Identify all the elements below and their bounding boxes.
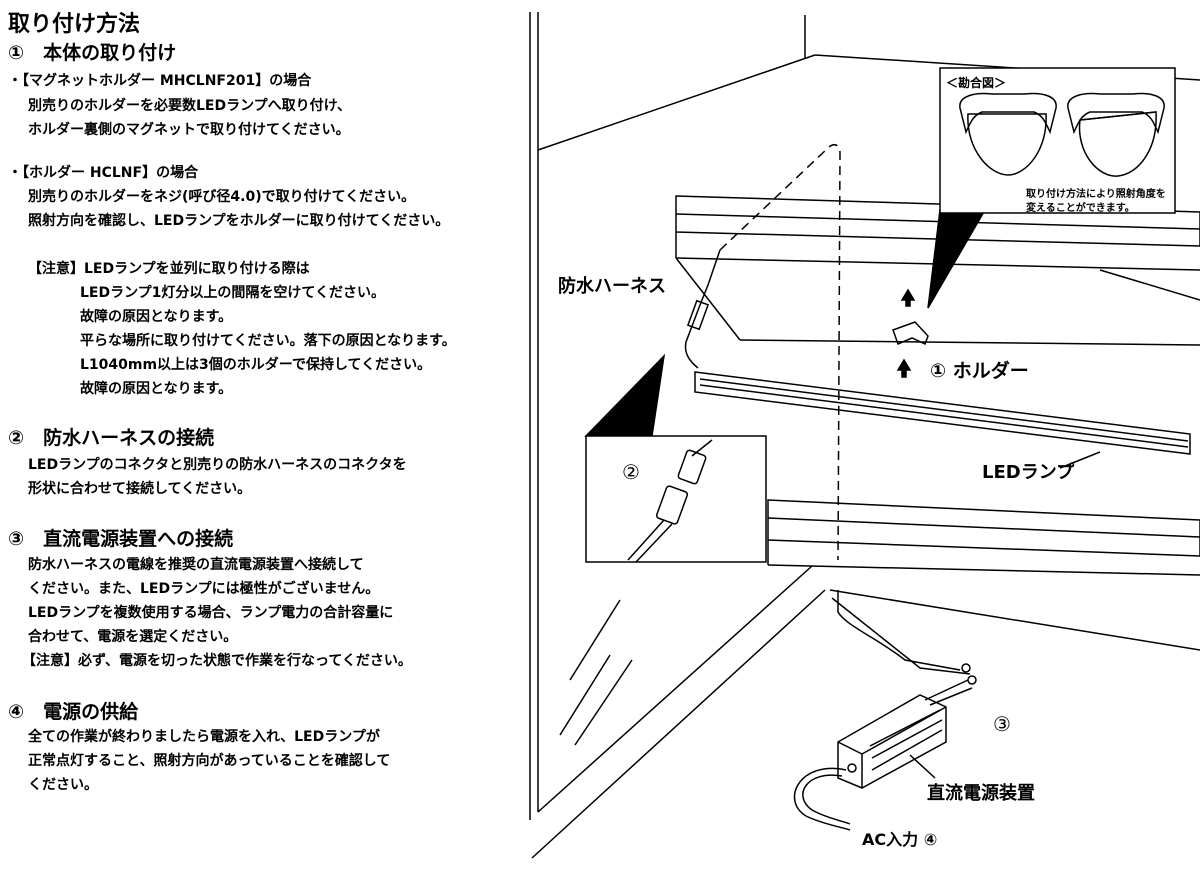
harness-label: 防水ハーネス (558, 276, 666, 297)
lamp-cross-section-tilted (1078, 111, 1157, 177)
section2-heading: ② 防水ハーネスの接続 (8, 427, 215, 449)
shelf-surface-edge (675, 257, 741, 341)
section1-heading: ① 本体の取り付け (8, 42, 177, 64)
power-supply-label: 直流電源装置 (927, 783, 1035, 804)
section1-note-line: 平らな場所に取り付けてください。落下の原因となります。 (80, 333, 456, 349)
section1-case2-line: ・【ホルダー HCLNF】の場合 (8, 165, 199, 181)
section3-line: ください。また、LEDランプには極性がございません。 (28, 581, 380, 597)
section1-case2-line: 照射方向を確認し、LEDランプをホルダーに取り付けてください。 (28, 213, 450, 229)
instructions-panel: 取り付け方法 ① 本体の取り付け ・【マグネットホルダー MHCLNF201】の… (0, 0, 520, 869)
cabinet-top-line (537, 54, 816, 151)
section1-case2-line: 別売りのホルダーをネジ(呼び径4.0)で取り付けてください。 (28, 189, 416, 205)
section1-case1-line: 別売りのホルダーを必要数LEDランプへ取り付け、 (28, 98, 351, 114)
power-cable-out (924, 679, 969, 701)
inset-pointer (584, 353, 666, 437)
power-supply-body (837, 694, 947, 789)
power-supply-fin (871, 719, 943, 759)
section1-note-line: L1040mm以上は3個のホルダーで保持してください。 (80, 357, 432, 373)
led-lamp-line (699, 384, 1189, 448)
connector-wire (627, 519, 665, 561)
cabinet-bottom-line (531, 589, 826, 859)
glass-reflection (574, 659, 633, 746)
holder-label: ① ホルダー (930, 360, 1029, 382)
marker-2: ② (622, 460, 640, 484)
section3-heading: ③ 直流電源装置への接続 (8, 528, 234, 550)
section4-line: 正常点灯すること、照射方向があっていることを確認して (28, 753, 391, 769)
page-title: 取り付け方法 (8, 12, 141, 37)
connector-wire (635, 523, 673, 563)
lower-shelf-rail-line (767, 517, 1200, 538)
section2-line: LEDランプのコネクタと別売りの防水ハーネスのコネクタを (28, 457, 407, 473)
lower-shelf-rail (767, 499, 1200, 557)
section2-line: 形状に合わせて接続してください。 (28, 481, 252, 497)
power-cable (837, 590, 961, 671)
section1-note-line: 【注意】LEDランプを並列に取り付ける際は (28, 261, 310, 277)
harness-cable-hidden (719, 144, 841, 561)
inset-note-line: 取り付け方法により照射角度を (1026, 189, 1166, 200)
section4-line: ください。 (28, 777, 98, 793)
section3-line: 合わせて、電源を選定ください。 (28, 629, 238, 645)
arrow-up-icon (900, 288, 916, 307)
inset-title: ＜勘合図＞ (946, 76, 1007, 90)
lamp-label: LEDランプ (982, 462, 1075, 483)
section1-case1-line: ホルダー裏側のマグネットで取り付けてください。 (28, 122, 350, 138)
section4-line: 全ての作業が終わりましたら電源を入れ、LEDランプが (28, 729, 380, 745)
cabinet-bottom-line (537, 565, 813, 813)
inset-note-line: 変えることができます。 (1026, 203, 1135, 214)
holder-icon (892, 321, 929, 346)
section4-heading: ④ 電源の供給 (8, 701, 139, 723)
power-supply-fin (871, 729, 943, 771)
holder-clip-icon (959, 92, 1057, 135)
lower-shelf-rail-bottom (767, 564, 1200, 576)
section3-line: LEDランプを複数使用する場合、ランプ電力の合計容量に (28, 605, 394, 621)
power-cable-out (929, 687, 973, 706)
power-supply-fin (869, 709, 941, 747)
cable-gland-icon (847, 763, 857, 773)
fitting-inset-frame (939, 67, 1176, 214)
ac-cable (793, 767, 851, 831)
ac-input-label: AC入力 ④ (862, 830, 938, 849)
section1-case1-line: ・【マグネットホルダー MHCLNF201】の場合 (8, 73, 312, 89)
shelf-depth-line (1099, 269, 1200, 301)
holder-clip-icon (1067, 92, 1165, 135)
led-lamp-body (694, 371, 1191, 455)
lamp-tilt-line (1079, 111, 1157, 121)
led-lamp-leader (1059, 451, 1101, 469)
section3-line: 防水ハーネスの電線を推奨の直流電源装置へ接続して (28, 557, 364, 573)
section3-line: 【注意】必ず、電源を切った状態で作業を行なってください。 (22, 653, 412, 669)
marker-3: ③ (993, 712, 1011, 736)
lamp-cross-section (967, 113, 1047, 176)
arrow-up-icon (896, 358, 912, 378)
inset-pointer (927, 209, 987, 309)
glass-reflection (559, 654, 611, 736)
ac-cable (802, 774, 851, 825)
section1-note-line: LEDランプ1灯分以上の間隔を空けてください。 (80, 285, 386, 301)
led-lamp-line (699, 378, 1189, 442)
connector-wire (691, 439, 713, 457)
harness-connector (686, 299, 710, 331)
shelf-depth-line (829, 589, 1200, 651)
terminal-icon (961, 663, 971, 673)
connector-male (655, 485, 689, 525)
section1-note-line: 故障の原因となります。 (80, 381, 233, 397)
shelf-surface-back (739, 339, 1200, 346)
harness-cable (684, 249, 721, 369)
section1-note-line: 故障の原因となります。 (80, 309, 233, 325)
glass-reflection (569, 599, 621, 681)
power-cable (831, 597, 971, 675)
power-supply-edge (837, 741, 863, 755)
terminal-icon (967, 675, 977, 685)
connector-female (677, 449, 707, 485)
connector-inset-frame (585, 435, 767, 563)
power-supply-leader (909, 754, 936, 779)
